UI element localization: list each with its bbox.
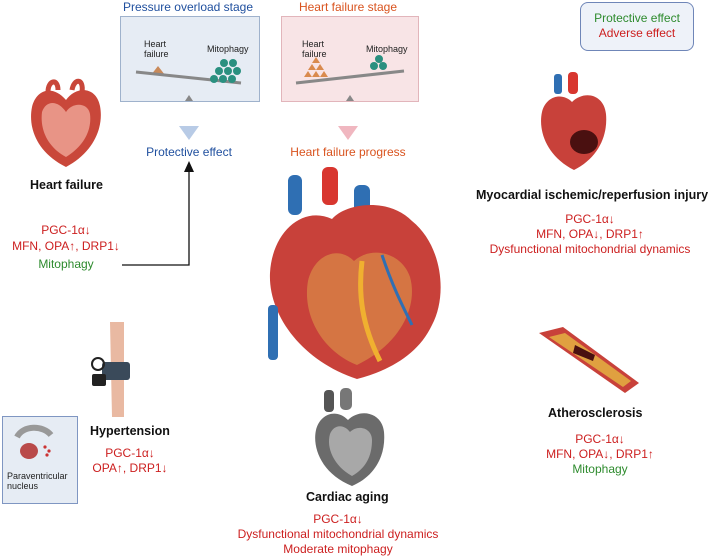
hf-mitophagy-dots <box>370 55 387 70</box>
ischemia-line-2: MFN, OPA↓, DRP1↑ <box>536 227 644 241</box>
ischemia-title: Myocardial ischemic/reperfusion injury <box>476 188 708 202</box>
aging-line-3: Moderate mitophagy <box>283 542 393 556</box>
heart-failure-illustration <box>31 78 101 167</box>
hypertension-illustration <box>91 322 130 417</box>
hf-seesaw <box>295 55 405 101</box>
hypertension-line-2: OPA↑, DRP1↓ <box>92 461 168 475</box>
hypertension-line-1: PGC-1α↓ <box>105 446 155 460</box>
hf-stage-title: Heart failure stage <box>298 0 398 14</box>
central-heart <box>268 167 441 379</box>
hf-down-arrow <box>338 126 358 140</box>
atherosclerosis-title: Atherosclerosis <box>548 406 643 420</box>
pressure-stage-title: Pressure overload stage <box>122 0 254 14</box>
athero-line-3: Mitophagy <box>572 462 628 476</box>
seesaw-fulcrum <box>185 95 193 101</box>
heart-failure-title: Heart failure <box>30 178 103 192</box>
hf-line-1: PGC-1α↓ <box>41 223 91 237</box>
hf-triangles <box>304 57 328 77</box>
atherosclerosis-illustration <box>539 327 639 393</box>
athero-line-1: PGC-1α↓ <box>575 432 625 446</box>
pressure-down-arrow <box>179 126 199 140</box>
aging-line-1: PGC-1α↓ <box>313 512 363 526</box>
hf-effect: Heart failure progress <box>290 145 406 159</box>
athero-line-2: MFN, OPA↓, DRP1↑ <box>546 447 654 461</box>
pressure-seesaw <box>135 59 242 101</box>
legend-protective: Protective effect <box>594 11 680 25</box>
ischemia-heart-illustration <box>541 72 607 170</box>
cardiac-aging-illustration <box>315 388 385 486</box>
pressure-mito-label: Mitophagy <box>207 44 249 54</box>
cardiac-aging-title: Cardiac aging <box>306 490 389 504</box>
brain-illustration <box>14 424 54 459</box>
hf-mito-label: Mitophagy <box>366 44 408 54</box>
pressure-effect: Protective effect <box>146 145 232 159</box>
ischemia-line-3: Dysfunctional mitochondrial dynamics <box>489 242 691 256</box>
legend-box: Protective effect Adverse effect <box>580 2 694 51</box>
pressure-mitophagy-dots <box>210 59 241 83</box>
ischemia-line-1: PGC-1α↓ <box>565 212 615 226</box>
legend-adverse: Adverse effect <box>598 26 676 40</box>
hypertension-title: Hypertension <box>90 424 170 438</box>
hf-line-3: Mitophagy <box>38 257 94 271</box>
aging-line-2: Dysfunctional mitochondrial dynamics <box>237 527 439 541</box>
hf-line-2: MFN, OPA↑, DRP1↓ <box>12 239 120 253</box>
